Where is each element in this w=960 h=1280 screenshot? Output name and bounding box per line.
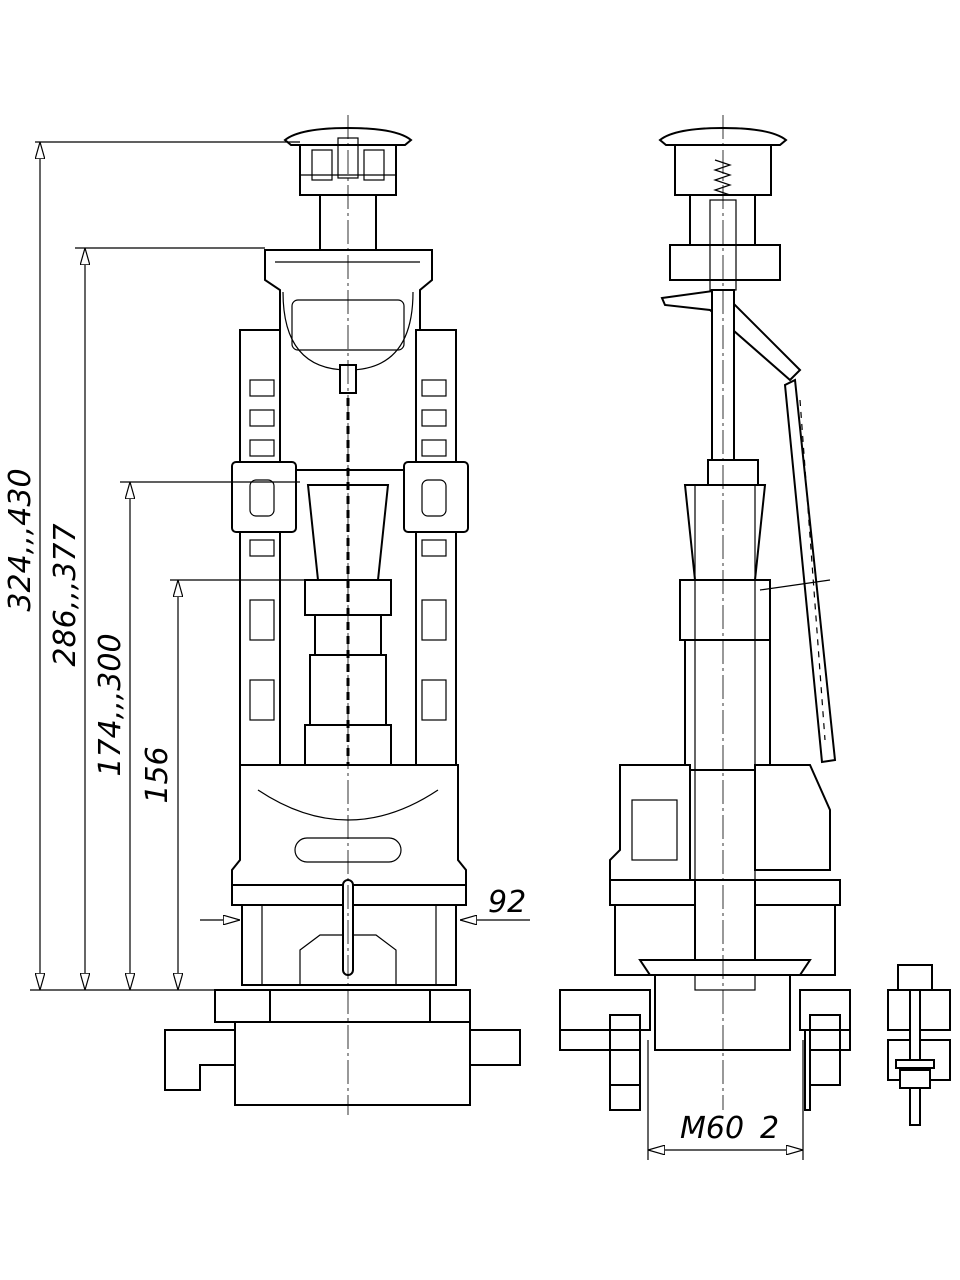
- dim-thread-overlap: 2: [760, 1111, 779, 1146]
- dim-min-height: 156: [140, 746, 175, 803]
- dim-float-height: 174,,,300: [93, 633, 128, 776]
- mounting-bolt: [895, 964, 935, 1126]
- floor-section-left: [164, 989, 521, 1106]
- overflow-frame: [231, 249, 469, 771]
- floor-section-right: [559, 989, 951, 1111]
- front-view: [164, 115, 521, 1115]
- dimension-lines: [30, 141, 804, 1160]
- side-section-view: [559, 115, 951, 1126]
- dim-frame-height: 286,,,377: [48, 523, 83, 666]
- dim-total-height: 324,,,430: [3, 468, 38, 611]
- dim-thread: M60: [680, 1111, 744, 1146]
- lever-arm: [660, 288, 837, 764]
- valve-housing: [231, 764, 467, 986]
- valve-housing-side: [609, 764, 841, 1051]
- dim-housing-width: 92: [488, 885, 526, 920]
